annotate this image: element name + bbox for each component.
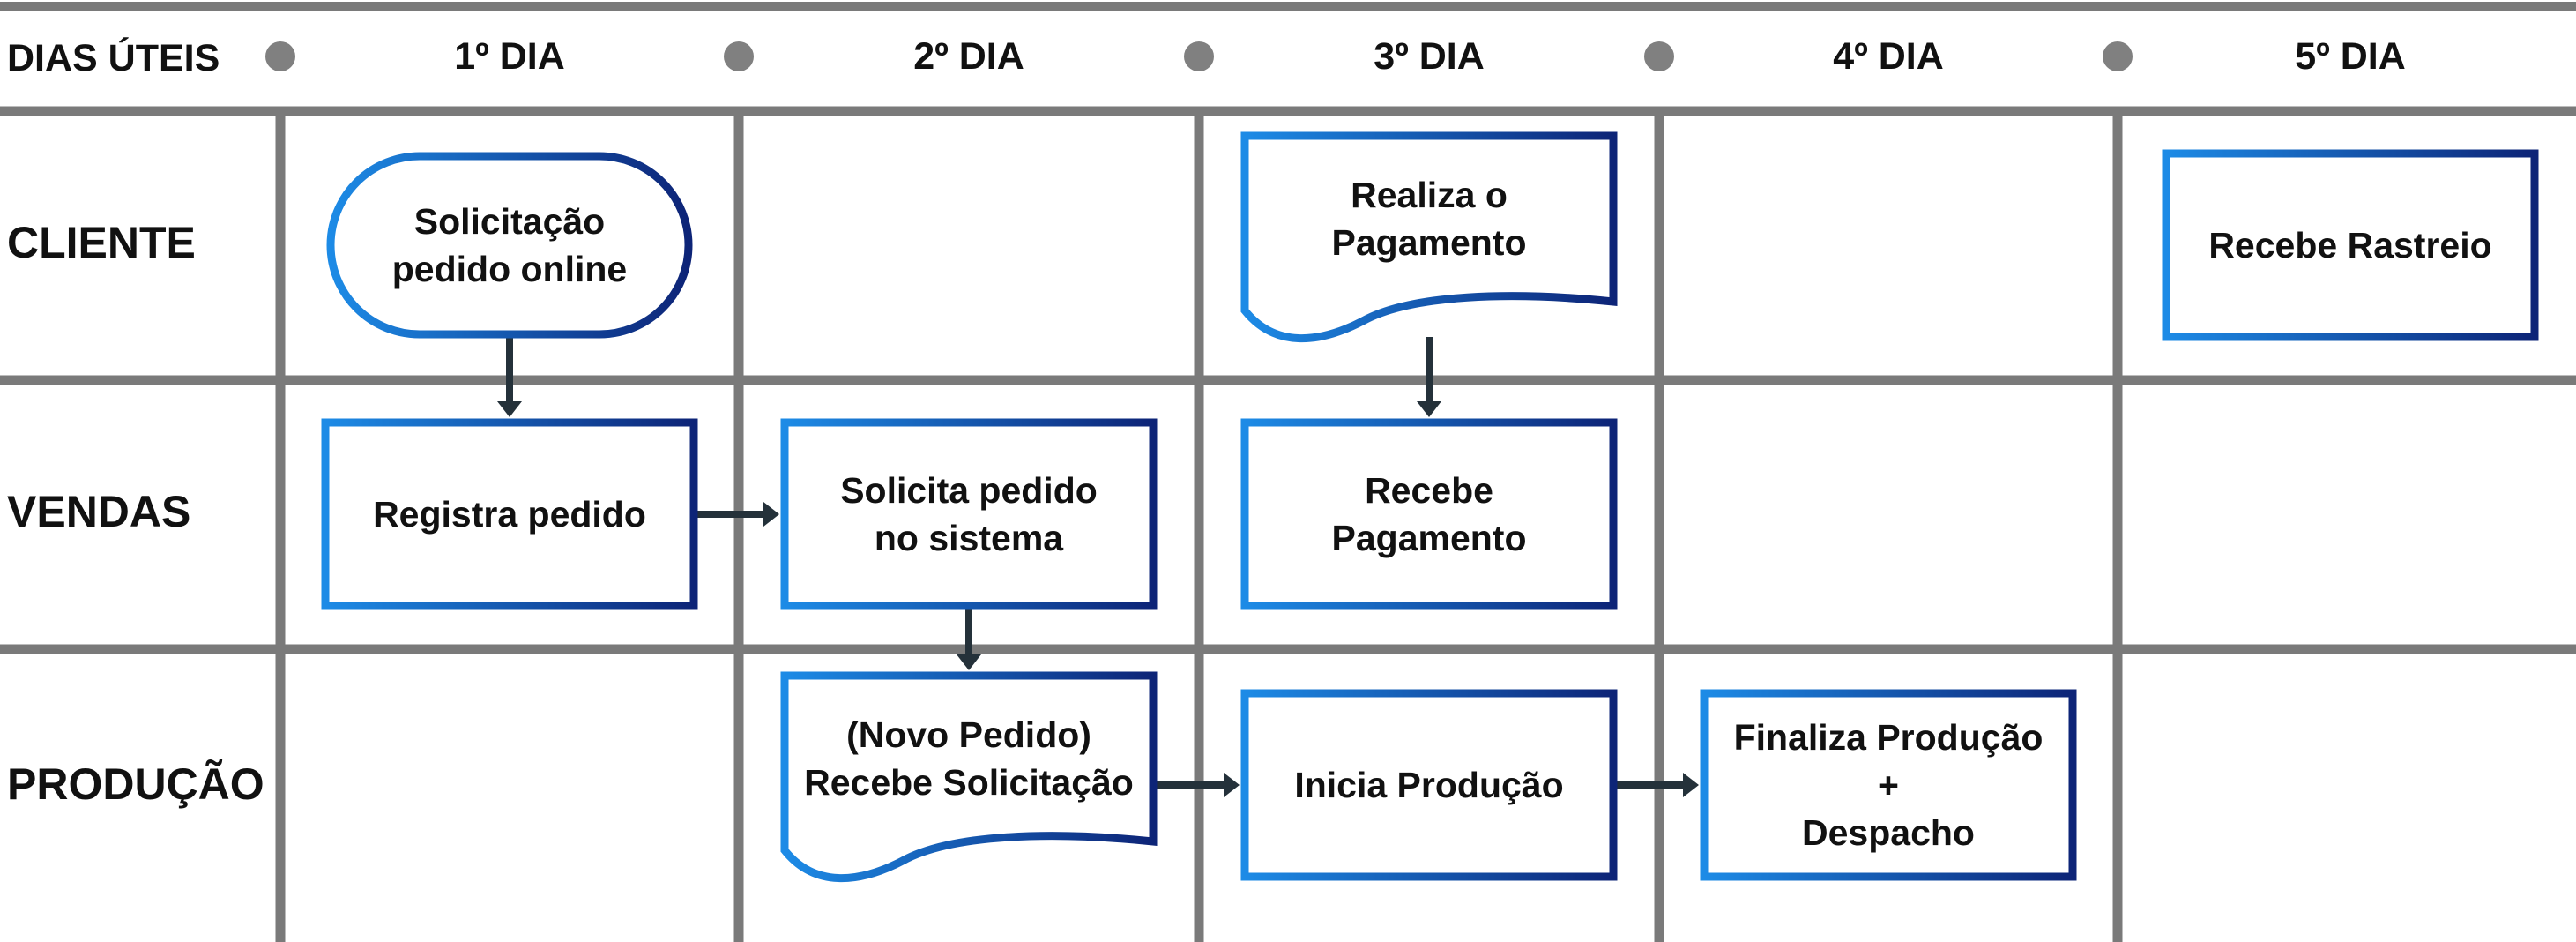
day-header-2: 2º DIA	[913, 35, 1024, 78]
nodes: Solicitação pedido online Realiza o Pagamen…	[321, 131, 2539, 883]
node-label-line: Realiza o	[1351, 175, 1508, 215]
node-inicia-producao: Inicia Produção	[1240, 689, 1618, 881]
arrow-head	[957, 654, 981, 670]
node-label-line: no sistema	[875, 518, 1064, 558]
node-finaliza-producao: Finaliza Produção + Despacho	[1700, 689, 2077, 881]
document-shape	[780, 671, 1158, 883]
header-corner-label: DIAS ÚTEIS	[7, 36, 220, 79]
header-dot	[724, 41, 754, 71]
header-dot	[1184, 41, 1214, 71]
node-solicita-pedido-sistema: Solicita pedido no sistema	[780, 418, 1158, 610]
node-label-line: Solicita pedido	[840, 470, 1098, 511]
node-realiza-pagamento: Realiza o Pagamento	[1240, 131, 1618, 343]
header-dot	[265, 41, 295, 71]
process-shape	[780, 418, 1158, 610]
node-label-line: Solicitação	[414, 201, 605, 242]
arrow-head	[1683, 773, 1699, 797]
process-shape	[1700, 689, 2077, 881]
arrow-inicia-producao-to-finaliza-producao	[1617, 773, 1699, 797]
node-recebe-rastreio: Recebe Rastreio	[2162, 149, 2539, 341]
node-label-line: Recebe Rastreio	[2208, 225, 2491, 265]
process-shape	[2162, 149, 2539, 341]
node-recebe-solicitacao: (Novo Pedido) Recebe Solicitação	[780, 671, 1158, 883]
process-shape	[321, 418, 698, 610]
day-header-3: 3º DIA	[1374, 35, 1485, 78]
arrow-solicita-pedido-sistema-to-recebe-solicitacao	[957, 609, 981, 670]
arrow-head	[1417, 401, 1441, 417]
node-label-line: Pagamento	[1332, 222, 1527, 263]
node-label-line: Pagamento	[1332, 518, 1527, 558]
node-label-line: pedido online	[392, 249, 627, 289]
node-label-line: +	[1878, 765, 1899, 805]
lane-label-cliente: CLIENTE	[7, 218, 196, 267]
node-label-line: Despacho	[1802, 812, 1975, 853]
arrow-head	[763, 502, 779, 527]
arrow-recebe-solicitacao-to-inicia-producao	[1157, 773, 1240, 797]
day-header-5: 5º DIA	[2295, 35, 2406, 78]
node-label-line: (Novo Pedido)	[846, 714, 1091, 755]
process-shape	[1240, 689, 1618, 881]
arrow-realiza-pagamento-to-recebe-pagamento	[1417, 337, 1441, 417]
node-label-line: Recebe Solicitação	[804, 762, 1134, 803]
header-dots	[265, 41, 2133, 71]
node-label-line: Registra pedido	[373, 494, 646, 535]
arrow-head	[1224, 773, 1240, 797]
process-shape	[1240, 418, 1618, 610]
node-label-line: Inicia Produção	[1294, 765, 1563, 805]
connectors	[497, 337, 1699, 797]
day-header-4: 4º DIA	[1833, 35, 1944, 78]
arrow-registra-pedido-to-solicita-pedido-sistema	[697, 502, 779, 527]
lane-label-producao: PRODUÇÃO	[7, 759, 264, 809]
document-shape	[1240, 131, 1618, 343]
arrow-head	[497, 401, 522, 417]
node-solicitacao-pedido-online: Solicitação pedido online	[326, 152, 693, 339]
lane-label-vendas: VENDAS	[7, 487, 190, 536]
header-dot	[1644, 41, 1674, 71]
node-registra-pedido: Registra pedido	[321, 418, 698, 610]
arrow-solicitacao-pedido-online-to-registra-pedido	[497, 338, 522, 417]
header-dot	[2103, 41, 2133, 71]
node-label-line: Recebe	[1365, 470, 1493, 511]
terminal-shape	[326, 152, 693, 339]
day-header-1: 1º DIA	[454, 35, 565, 78]
node-label-line: Finaliza Produção	[1734, 717, 2044, 758]
